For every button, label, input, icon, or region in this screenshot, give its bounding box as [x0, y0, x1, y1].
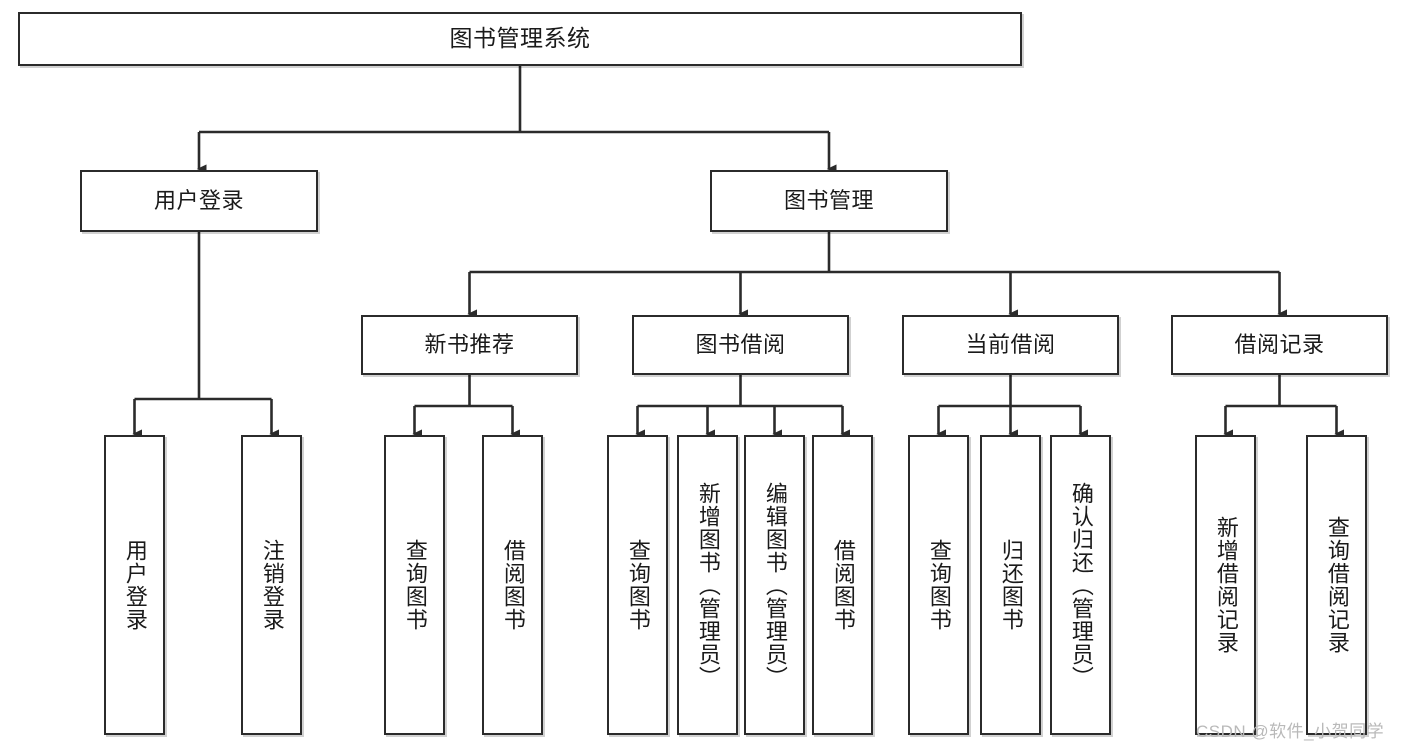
node-label-borrow-add-book: 新增图书（管理员）	[695, 481, 721, 689]
node-rec-query-book[interactable]: 查询图书	[384, 435, 445, 735]
watermark-csdn: CSDN @软件_小贺同学	[1196, 722, 1385, 741]
node-label-rec-query-book: 查询图书	[402, 539, 428, 631]
node-label-new-book-rec: 新书推荐	[424, 332, 515, 358]
node-book-borrow[interactable]: 图书借阅	[632, 315, 849, 375]
node-label-user-login-do: 用户登录	[122, 539, 148, 631]
node-user-login[interactable]: 用户登录	[80, 170, 318, 232]
node-label-cur-confirm-return: 确认归还（管理员）	[1068, 481, 1094, 689]
node-rec-query-record[interactable]: 查询借阅记录	[1306, 435, 1367, 735]
node-label-borrow-query-book: 查询图书	[625, 539, 651, 631]
node-label-book-borrow: 图书借阅	[695, 332, 786, 358]
node-label-user-logout: 注销登录	[259, 539, 285, 631]
node-user-logout[interactable]: 注销登录	[241, 435, 302, 735]
node-borrow-edit-book[interactable]: 编辑图书（管理员）	[744, 435, 805, 735]
node-borrow-query-book[interactable]: 查询图书	[607, 435, 668, 735]
node-rec-add-record[interactable]: 新增借阅记录	[1195, 435, 1256, 735]
node-label-borrow-record: 借阅记录	[1234, 332, 1325, 358]
connector-lines	[132, 66, 1345, 439]
node-cur-confirm-return[interactable]: 确认归还（管理员）	[1050, 435, 1111, 735]
node-label-root: 图书管理系统	[449, 25, 591, 52]
node-cur-return-book[interactable]: 归还图书	[980, 435, 1041, 735]
node-label-current-borrow: 当前借阅	[965, 332, 1056, 358]
node-book-manage[interactable]: 图书管理	[710, 170, 948, 232]
node-label-user-login: 用户登录	[153, 188, 244, 214]
node-current-borrow[interactable]: 当前借阅	[902, 315, 1119, 375]
node-label-book-manage: 图书管理	[783, 188, 874, 214]
node-cur-query-book[interactable]: 查询图书	[908, 435, 969, 735]
node-borrow-record[interactable]: 借阅记录	[1171, 315, 1388, 375]
node-user-login-do[interactable]: 用户登录	[104, 435, 165, 735]
node-label-rec-borrow-book: 借阅图书	[500, 539, 526, 631]
node-label-borrow-edit-book: 编辑图书（管理员）	[762, 481, 788, 689]
node-label-rec-query-record: 查询借阅记录	[1324, 516, 1350, 654]
node-borrow-add-book[interactable]: 新增图书（管理员）	[677, 435, 738, 735]
node-label-cur-query-book: 查询图书	[926, 539, 952, 631]
node-borrow-borrow-book[interactable]: 借阅图书	[812, 435, 873, 735]
node-label-cur-return-book: 归还图书	[998, 539, 1024, 631]
node-label-borrow-borrow-book: 借阅图书	[830, 539, 856, 631]
node-new-book-rec[interactable]: 新书推荐	[361, 315, 578, 375]
node-rec-borrow-book[interactable]: 借阅图书	[482, 435, 543, 735]
node-label-rec-add-record: 新增借阅记录	[1213, 516, 1239, 654]
node-root[interactable]: 图书管理系统	[18, 12, 1022, 66]
